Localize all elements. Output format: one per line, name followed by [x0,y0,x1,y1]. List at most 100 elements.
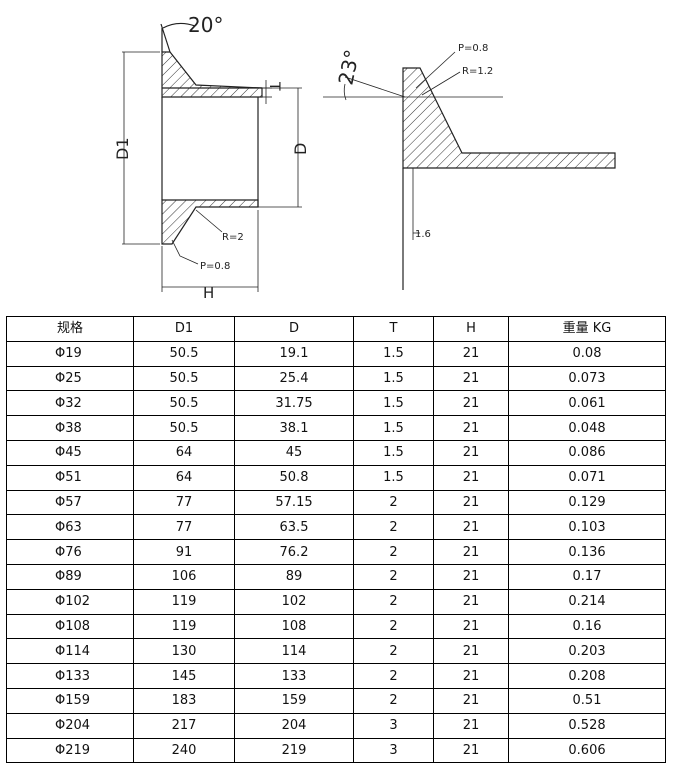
cell-t: 1.5 [353,439,434,466]
cell-weight: 0.129 [508,489,666,516]
cell-weight: 0.136 [508,539,666,565]
h-label: H [203,284,214,302]
cell-d1: 50.5 [133,365,235,392]
cell-h: 21 [433,365,509,392]
cell-d1: 64 [133,439,235,466]
cell-weight: 0.071 [508,464,666,491]
cell-d: 133 [234,663,354,689]
angle-20-label: 20° [188,13,223,37]
cell-size: Φ76 [6,539,134,565]
header-size: 规格 [6,316,134,342]
cell-t: 2 [353,514,434,541]
cell-d: 57.15 [234,489,354,516]
cell-size: Φ108 [6,613,134,640]
cell-d1: 77 [133,514,235,541]
d1-label: D1 [113,138,132,161]
cell-d1: 50.5 [133,390,235,417]
cell-h: 21 [433,588,509,615]
cell-h: 21 [433,439,509,466]
cell-t: 1.5 [353,390,434,417]
top-flange-section [161,51,263,98]
p-right-label: P=0.8 [458,43,488,54]
cell-size: Φ114 [6,638,134,665]
cell-h: 21 [433,687,509,714]
d-label: D [291,143,310,155]
cell-h: 21 [433,663,509,689]
cell-d1: 50.5 [133,340,235,367]
cell-d1: 91 [133,539,235,565]
cell-t: 1.5 [353,340,434,367]
cell-t: 2 [353,539,434,565]
cell-weight: 0.048 [508,415,666,441]
angle-23-label: 23° [333,47,364,87]
cell-h: 21 [433,340,509,367]
header-h: H [433,316,509,342]
cell-h: 21 [433,489,509,516]
cell-d: 50.8 [234,464,354,491]
cell-d: 114 [234,638,354,665]
header-d: D [234,316,354,342]
cell-weight: 0.214 [508,588,666,615]
cell-h: 21 [433,514,509,541]
cell-weight: 0.51 [508,687,666,714]
cell-size: Φ32 [6,390,134,417]
cell-size: Φ25 [6,365,134,392]
table-header-row: 规格 D1 D T H 重量 KG [6,316,666,342]
cell-t: 1.5 [353,365,434,392]
cell-t: 2 [353,563,434,590]
cell-d: 89 [234,563,354,590]
cell-t: 1.5 [353,464,434,491]
cell-weight: 0.08 [508,340,666,367]
cell-weight: 0.061 [508,390,666,417]
cell-weight: 0.103 [508,514,666,541]
cell-size: Φ133 [6,663,134,689]
cell-size: Φ204 [6,712,134,739]
r-right-label: R=1.2 [462,66,493,77]
cell-size: Φ51 [6,464,134,491]
cell-d: 63.5 [234,514,354,541]
cell-weight: 0.203 [508,638,666,665]
cell-t: 2 [353,687,434,714]
cell-d: 102 [234,588,354,615]
dim-1-6-label: 1.6 [415,229,431,240]
cell-weight: 0.208 [508,663,666,689]
cell-d1: 64 [133,464,235,491]
cell-weight: 0.16 [508,613,666,640]
groove-detail-view [323,51,616,290]
cell-d1: 106 [133,563,235,590]
cell-d: 45 [234,439,354,466]
header-weight: 重量 KG [508,316,666,342]
cell-size: Φ63 [6,514,134,541]
technical-drawing: 20° T D1 D R=2 P=0.8 H 23° P=0.8 R=1.2 1… [113,13,616,302]
cell-d1: 240 [133,737,235,764]
cell-d1: 50.5 [133,415,235,441]
cell-size: Φ102 [6,588,134,615]
header-d1: D1 [133,316,235,342]
cell-h: 21 [433,613,509,640]
cell-h: 21 [433,638,509,665]
cell-h: 21 [433,415,509,441]
t-label: T [266,81,282,91]
cell-size: Φ19 [6,340,134,367]
cell-d1: 119 [133,613,235,640]
cell-size: Φ89 [6,563,134,590]
cell-t: 3 [353,712,434,739]
cell-h: 21 [433,712,509,739]
detail-section [402,67,616,169]
cell-size: Φ159 [6,687,134,714]
cell-size: Φ38 [6,415,134,441]
cell-h: 21 [433,390,509,417]
